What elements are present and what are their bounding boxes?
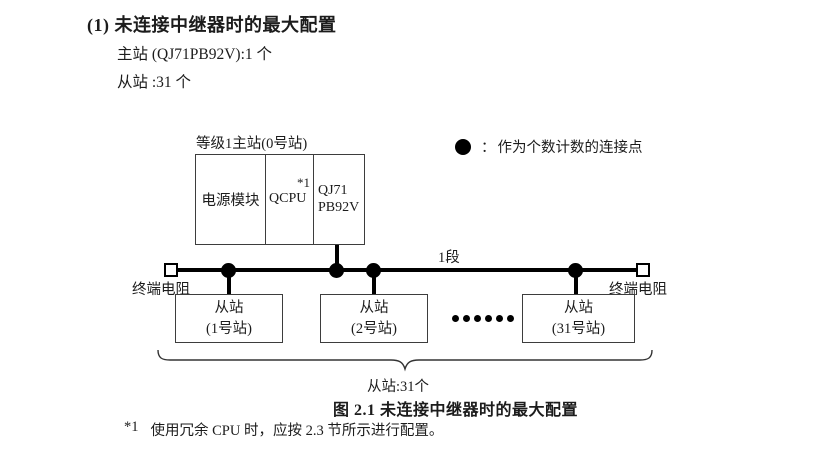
- spec-slave-station: 从站 :31 个: [117, 74, 192, 91]
- cpu-footnote-marker: *1: [297, 175, 310, 190]
- slave-station-1-box: 从站 (1号站): [175, 294, 283, 343]
- segment-label: 1段: [438, 250, 460, 266]
- slave-station-2-box: 从站 (2号站): [320, 294, 428, 343]
- power-module-cell: 电源模块: [196, 155, 266, 244]
- connection-point-icon: [329, 262, 344, 278]
- legend-text: 作为个数计数的连接点: [497, 140, 643, 156]
- cpu-cell: *1 QCPU: [266, 155, 314, 244]
- slave2-drop-line: [372, 270, 376, 295]
- footnote-marker: *1: [124, 419, 139, 435]
- slave-station-number: (31号站): [551, 320, 606, 337]
- section-heading: (1) 未连接中继器时的最大配置: [87, 15, 337, 35]
- slave-name: 从站: [359, 300, 389, 317]
- connection-point-icon: [366, 262, 381, 278]
- master-station-box: 电源模块 *1 QCPU QJ71 PB92V: [195, 154, 365, 245]
- slave-name: 从站: [564, 300, 593, 317]
- legend: ： 作为个数计数的连接点: [455, 136, 643, 157]
- slave31-drop-line: [574, 270, 578, 295]
- legend-colon: ：: [481, 140, 496, 156]
- pb92v-line2: PB92V: [318, 199, 360, 215]
- slave-count-brace: [157, 349, 653, 372]
- pb92v-line1: QJ71: [318, 183, 348, 199]
- slave-station-31-box: 从站 (31号站): [522, 294, 635, 343]
- connection-point-icon: [455, 138, 471, 155]
- bus-line: [178, 268, 638, 272]
- connection-point-icon: [568, 262, 583, 278]
- slave-count-label: 从站:31个: [367, 379, 430, 395]
- slave-station-number: (2号站): [351, 320, 397, 337]
- slave1-drop-line: [227, 270, 231, 295]
- ellipsis-dots-icon: [452, 315, 514, 322]
- pb92v-cell: QJ71 PB92V: [314, 155, 364, 244]
- spec-master-station: 主站 (QJ71PB92V):1 个: [117, 46, 273, 63]
- terminator-resistor-right-icon: [636, 263, 650, 277]
- cpu-label: QCPU: [269, 191, 307, 206]
- connection-point-icon: [221, 262, 236, 278]
- terminator-resistor-left-icon: [164, 263, 178, 277]
- slave-name: 从站: [214, 300, 244, 317]
- footnote-text: 使用冗余 CPU 时，应按 2.3 节所示进行配置。: [150, 423, 444, 439]
- master-drop-line: [335, 245, 339, 270]
- figure-caption: 图 2.1 未连接中继器时的最大配置: [333, 402, 579, 419]
- master-station-label: 等级1主站(0号站): [196, 136, 308, 152]
- slave-station-number: (1号站): [206, 320, 252, 337]
- footnote: *1 使用冗余 CPU 时，应按 2.3 节所示进行配置。: [124, 419, 443, 440]
